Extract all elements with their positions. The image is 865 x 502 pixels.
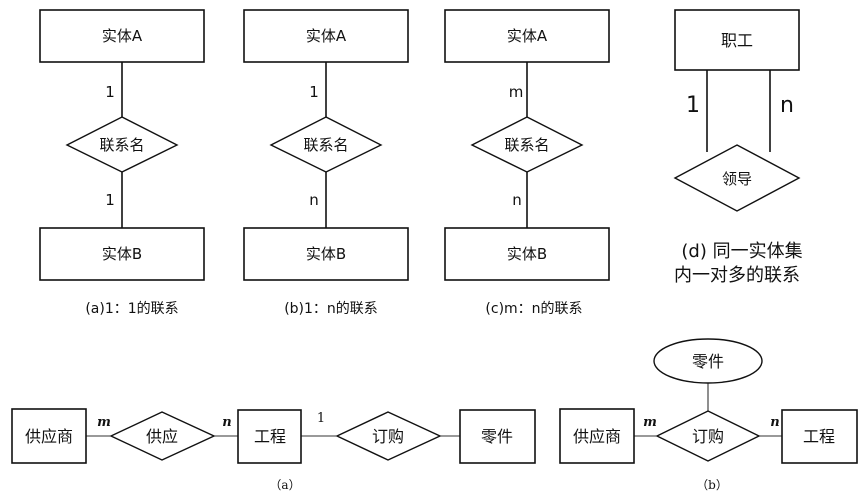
- cardinality-ba-m: m: [97, 415, 111, 430]
- caption-d-line2: 内一对多的联系: [674, 265, 800, 286]
- relation-b-diamond: [269, 116, 383, 173]
- cardinality-c-bottom: n: [512, 191, 522, 209]
- cardinality-b-bottom: n: [309, 191, 319, 209]
- cardinality-a-top: 1: [105, 83, 115, 101]
- entity-d-label: 职工: [721, 31, 753, 50]
- cardinality-b-top: 1: [309, 83, 319, 101]
- relation-ba-supply-label: 供应: [146, 427, 178, 446]
- diagram-a-one-to-one: 实体A 联系名 实体B 1 1 (a)1：1的联系: [39, 9, 205, 317]
- entity-a-bottom: [39, 227, 205, 281]
- caption-c: (c)m：n的联系: [485, 301, 582, 317]
- relation-a-diamond: [65, 116, 179, 173]
- diagram-d-recursive: 职工 领导 1 n (d) 同一实体集 内一对多的联系: [673, 9, 803, 286]
- cardinality-bb-n: n: [770, 415, 779, 430]
- entity-a-bottom-label: 实体B: [102, 245, 142, 263]
- attribute-bb-part: [653, 338, 763, 384]
- entity-bb-project-label: 工程: [803, 427, 835, 446]
- caption-d-line1: (d) 同一实体集: [681, 241, 802, 262]
- relation-c-diamond: [470, 116, 584, 173]
- entity-bb-project: [781, 409, 858, 464]
- entity-d-employee: [674, 9, 800, 71]
- cardinality-a-bottom: 1: [105, 191, 115, 209]
- entity-ba-supplier-label: 供应商: [25, 427, 73, 446]
- entity-c-bottom: [444, 227, 610, 281]
- caption-a: (a)1：1的联系: [85, 301, 178, 317]
- relation-b-label: 联系名: [303, 136, 348, 154]
- cardinality-d-left: 1: [686, 93, 700, 118]
- entity-b-top: [243, 9, 409, 63]
- relation-c-label: 联系名: [504, 136, 549, 154]
- entity-ba-project: [237, 409, 302, 464]
- caption-bottom-a: （a）: [269, 478, 300, 492]
- entity-b-bottom: [243, 227, 409, 281]
- entity-a-top: [39, 9, 205, 63]
- diagram-b-one-to-many: 实体A 联系名 实体B 1 n (b)1：n的联系: [243, 9, 409, 317]
- entity-b-bottom-label: 实体B: [306, 245, 346, 263]
- relation-ba-order: [335, 411, 442, 461]
- entity-bb-supplier-label: 供应商: [573, 427, 621, 446]
- diagram-bottom-a: 供应商 供应 工程 订购 零件 m n 1 （a）: [11, 408, 536, 492]
- entity-a-top-label: 实体A: [102, 27, 143, 45]
- diagram-bottom-b: 零件 供应商 订购 工程 m n （b）: [559, 338, 858, 492]
- entity-ba-part-label: 零件: [481, 427, 513, 446]
- relation-ba-supply: [109, 411, 216, 461]
- entity-ba-part: [459, 409, 536, 464]
- cardinality-bb-m: m: [643, 415, 657, 430]
- diagram-c-many-to-many: 实体A 联系名 实体B m n (c)m：n的联系: [444, 9, 610, 317]
- relation-ba-order-label: 订购: [372, 427, 404, 446]
- entity-bb-supplier: [559, 408, 635, 464]
- relation-d-label: 领导: [722, 170, 752, 188]
- cardinality-d-right: n: [780, 93, 794, 118]
- entity-c-top: [444, 9, 610, 63]
- entity-c-bottom-label: 实体B: [507, 245, 547, 263]
- cardinality-c-top: m: [509, 83, 524, 101]
- relation-d-diamond: [673, 144, 801, 212]
- entity-ba-project-label: 工程: [254, 427, 286, 446]
- attribute-bb-part-label: 零件: [692, 352, 724, 371]
- caption-bottom-b: （b）: [696, 478, 728, 492]
- cardinality-ba-1: 1: [317, 411, 325, 426]
- relation-bb-order: [655, 410, 761, 462]
- entity-c-top-label: 实体A: [507, 27, 548, 45]
- entity-ba-supplier: [11, 408, 87, 464]
- caption-b: (b)1：n的联系: [284, 301, 378, 317]
- relation-a-label: 联系名: [99, 136, 144, 154]
- entity-b-top-label: 实体A: [306, 27, 347, 45]
- relation-bb-order-label: 订购: [692, 427, 724, 446]
- cardinality-ba-n: n: [222, 415, 231, 430]
